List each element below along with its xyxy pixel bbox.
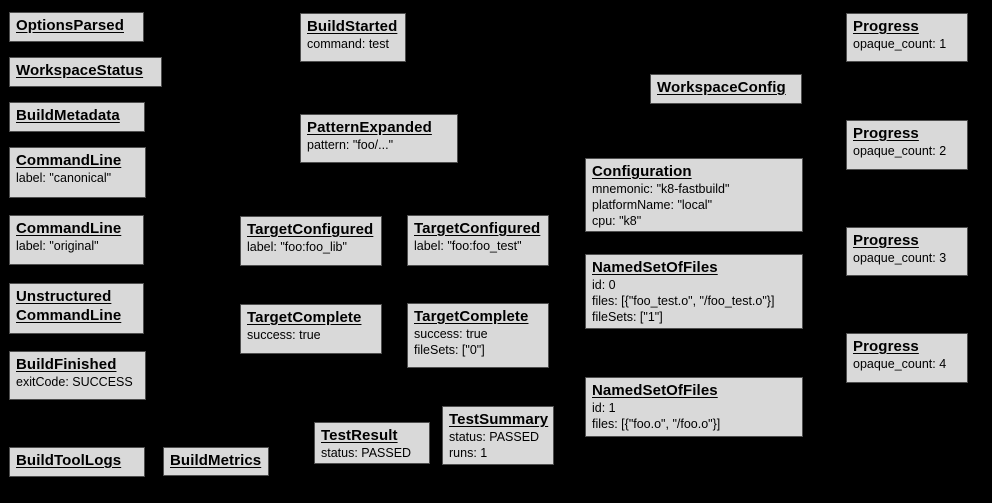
event-node-target-configured-foo-test: TargetConfigured label: "foo:foo_test" bbox=[407, 215, 549, 266]
event-node-title: Unstructured CommandLine bbox=[16, 288, 122, 324]
event-node-title: PatternExpanded bbox=[307, 119, 432, 136]
event-node-field: platformName: "local" bbox=[592, 198, 713, 212]
event-node-workspace-config: WorkspaceConfig bbox=[650, 74, 802, 104]
event-node-field: status: PASSED bbox=[449, 430, 540, 444]
event-node-build-metadata: BuildMetadata bbox=[9, 102, 145, 132]
event-node-title: TargetComplete bbox=[247, 309, 362, 326]
event-node-field: exitCode: SUCCESS bbox=[16, 375, 133, 389]
event-node-title: TargetComplete bbox=[414, 308, 529, 325]
event-node-build-started: BuildStarted command: test bbox=[300, 13, 406, 62]
event-node-title: NamedSetOfFiles bbox=[592, 382, 718, 399]
event-node-target-configured-foo-lib: TargetConfigured label: "foo:foo_lib" bbox=[240, 216, 382, 266]
event-node-title: CommandLine bbox=[16, 152, 122, 169]
event-node-named-set-of-files-1: NamedSetOfFiles id: 1 files: [{"foo.o", "/… bbox=[585, 377, 803, 437]
event-node-named-set-of-files-0: NamedSetOfFiles id: 0 files: [{"foo_test.o… bbox=[585, 254, 803, 329]
event-node-field: opaque_count: 2 bbox=[853, 144, 947, 158]
event-node-field: id: 0 bbox=[592, 278, 616, 292]
event-node-field: label: "foo:foo_test" bbox=[414, 239, 522, 253]
event-node-progress-2: Progress opaque_count: 2 bbox=[846, 120, 968, 170]
event-node-field: command: test bbox=[307, 37, 389, 51]
event-node-title: WorkspaceConfig bbox=[657, 79, 786, 96]
event-node-title: WorkspaceStatus bbox=[16, 62, 144, 79]
event-node-command-line-original: CommandLine label: "original" bbox=[9, 215, 144, 265]
event-node-workspace-status: WorkspaceStatus bbox=[9, 57, 162, 87]
event-node-field: files: [{"foo.o", "/foo.o"}] bbox=[592, 417, 721, 431]
event-node-title: Progress bbox=[853, 125, 919, 142]
event-node-title: Progress bbox=[853, 18, 919, 35]
event-node-build-metrics: BuildMetrics bbox=[163, 447, 269, 476]
event-node-title: BuildToolLogs bbox=[16, 452, 122, 469]
event-node-pattern-expanded: PatternExpanded pattern: "foo/..." bbox=[300, 114, 458, 163]
event-node-field: fileSets: ["0"] bbox=[414, 343, 485, 357]
event-node-build-finished: BuildFinished exitCode: SUCCESS bbox=[9, 351, 146, 400]
event-node-field: success: true bbox=[247, 328, 321, 342]
event-node-target-complete-foo-lib: TargetComplete success: true bbox=[240, 304, 382, 354]
event-node-title: TargetConfigured bbox=[247, 221, 374, 238]
event-node-title: Progress bbox=[853, 232, 919, 249]
event-node-title: TestResult bbox=[321, 427, 398, 444]
event-node-title: Progress bbox=[853, 338, 919, 355]
event-node-title: TestSummary bbox=[449, 411, 549, 428]
event-node-unstructured-command-line: Unstructured CommandLine bbox=[9, 283, 144, 334]
event-node-field: label: "original" bbox=[16, 239, 99, 253]
event-node-test-summary: TestSummary status: PASSED runs: 1 bbox=[442, 406, 554, 465]
event-node-test-result: TestResult status: PASSED bbox=[314, 422, 430, 464]
event-node-command-line-canonical: CommandLine label: "canonical" bbox=[9, 147, 146, 198]
event-node-title: BuildMetrics bbox=[170, 452, 262, 469]
event-node-target-complete-foo-test: TargetComplete success: true fileSets: ["0… bbox=[407, 303, 549, 368]
event-node-field: opaque_count: 4 bbox=[853, 357, 947, 371]
event-node-title: CommandLine bbox=[16, 220, 122, 237]
event-node-field: label: "foo:foo_lib" bbox=[247, 240, 347, 254]
event-node-configuration: Configuration mnemonic: "k8-fastbuild" pla… bbox=[585, 158, 803, 232]
event-node-field: success: true bbox=[414, 327, 488, 341]
event-node-title: OptionsParsed bbox=[16, 17, 124, 34]
event-node-field: opaque_count: 1 bbox=[853, 37, 947, 51]
event-node-field: cpu: "k8" bbox=[592, 214, 642, 228]
event-node-field: runs: 1 bbox=[449, 446, 488, 460]
event-node-field: label: "canonical" bbox=[16, 171, 112, 185]
event-node-field: opaque_count: 3 bbox=[853, 251, 947, 265]
event-node-title: BuildMetadata bbox=[16, 107, 120, 124]
event-node-field: fileSets: ["1"] bbox=[592, 310, 663, 324]
event-node-field: pattern: "foo/..." bbox=[307, 138, 394, 152]
event-node-title: BuildStarted bbox=[307, 18, 398, 35]
event-node-field: files: [{"foo_test.o", "/foo_test.o"}] bbox=[592, 294, 775, 308]
event-node-progress-1: Progress opaque_count: 1 bbox=[846, 13, 968, 62]
event-node-field: id: 1 bbox=[592, 401, 616, 415]
event-node-title: NamedSetOfFiles bbox=[592, 259, 718, 276]
event-node-title: BuildFinished bbox=[16, 356, 117, 373]
event-node-title: TargetConfigured bbox=[414, 220, 541, 237]
event-node-options-parsed: OptionsParsed bbox=[9, 12, 144, 42]
event-node-field: status: PASSED bbox=[321, 446, 412, 460]
event-node-build-tool-logs: BuildToolLogs bbox=[9, 447, 145, 477]
event-node-field: mnemonic: "k8-fastbuild" bbox=[592, 182, 730, 196]
event-node-progress-3: Progress opaque_count: 3 bbox=[846, 227, 968, 276]
event-node-progress-4: Progress opaque_count: 4 bbox=[846, 333, 968, 383]
event-node-title: Configuration bbox=[592, 163, 692, 180]
